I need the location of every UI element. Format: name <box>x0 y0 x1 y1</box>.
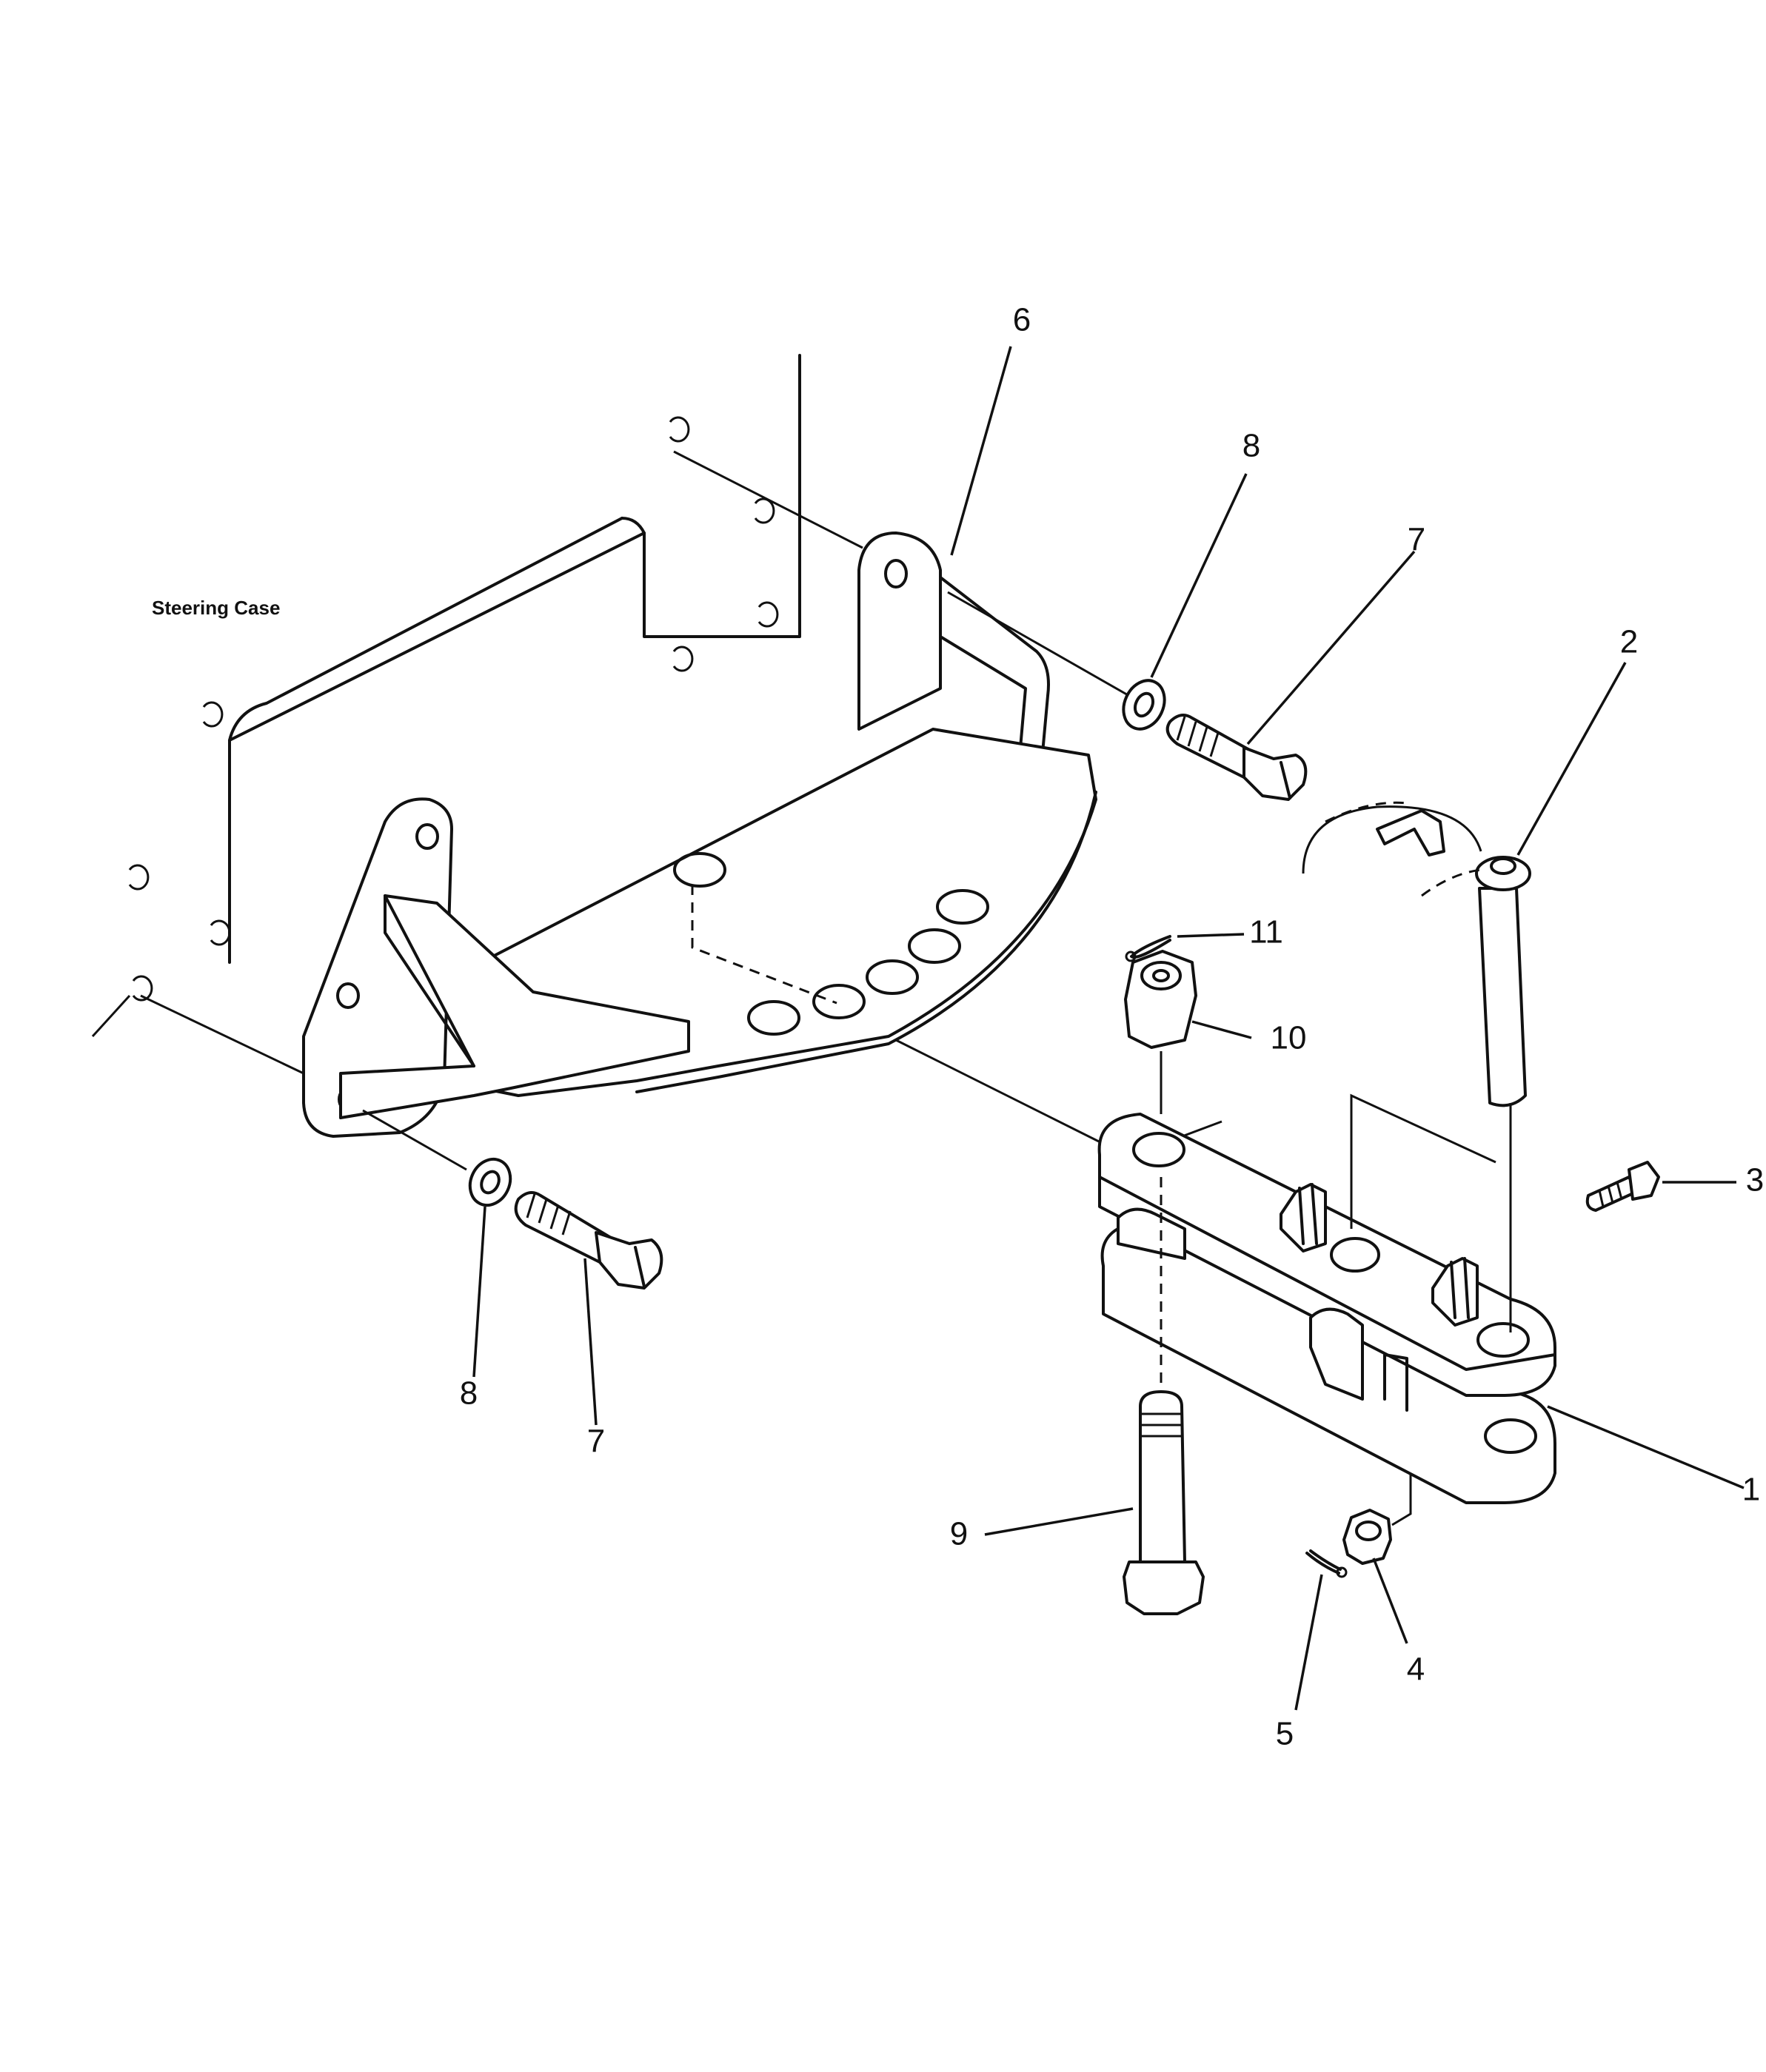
washer-upper <box>1122 679 1166 731</box>
callout-11: 11 <box>1249 914 1283 950</box>
callout-7-lower: 7 <box>587 1424 605 1460</box>
callout-8-lower: 8 <box>460 1375 478 1412</box>
drawbar-clevis <box>1097 1093 1556 1504</box>
callout-3: 3 <box>1746 1162 1764 1198</box>
callout-8-upper: 8 <box>1242 428 1260 464</box>
callout-1: 1 <box>1742 1472 1760 1508</box>
callout-6: 6 <box>1013 302 1031 338</box>
callout-7-upper: 7 <box>1408 522 1425 558</box>
callouts: 6 8 7 2 11 10 3 1 9 4 5 8 7 <box>460 302 1764 1752</box>
center-pin <box>1123 1177 1205 1615</box>
bolt-upper <box>1165 714 1308 801</box>
leader-lines <box>472 346 1745 1711</box>
assembly-lines <box>140 450 1223 1171</box>
steering-case <box>91 354 801 1038</box>
callout-2: 2 <box>1620 624 1638 660</box>
nut-upper <box>1124 950 1197 1114</box>
callout-4: 4 <box>1407 1652 1425 1688</box>
bolt-lower <box>514 1191 663 1290</box>
small-bolt <box>1585 1161 1660 1212</box>
mounting-bracket <box>302 532 1097 1138</box>
cotter-pin-lower <box>1305 1549 1348 1578</box>
callout-9: 9 <box>950 1516 968 1552</box>
cotter-pin-upper <box>1125 935 1171 962</box>
washer-lower <box>468 1157 512 1207</box>
callout-5: 5 <box>1276 1716 1294 1752</box>
callout-10: 10 <box>1271 1020 1307 1056</box>
steering-case-label: Steering Case <box>152 597 280 619</box>
